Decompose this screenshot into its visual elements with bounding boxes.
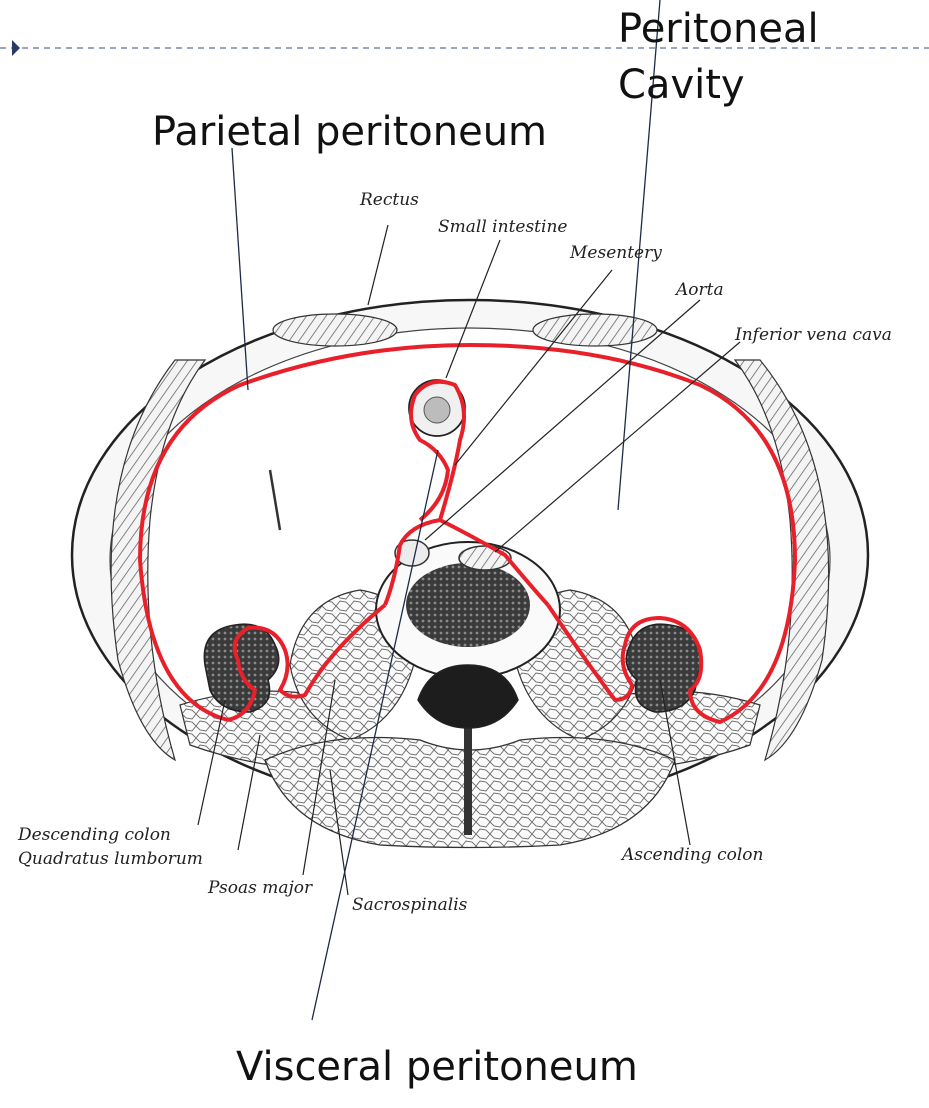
label-sacrospinalis: Sacrospinalis: [352, 895, 468, 915]
label-descending-colon: Descending colon: [17, 825, 171, 845]
label-psoas-major: Psoas major: [207, 878, 313, 898]
abdomen-cross-section: [72, 300, 868, 848]
descending-colon: [204, 624, 278, 712]
small-intestine-lumen: [424, 397, 450, 423]
label-parietal-peritoneum: Parietal peritoneum: [152, 109, 547, 155]
label-peritoneal-cavity-line1: Peritoneal: [618, 6, 819, 52]
label-ascending-colon: Ascending colon: [620, 845, 763, 865]
rectus-left: [273, 314, 397, 346]
rectus-right: [533, 314, 657, 346]
label-visceral-peritoneum: Visceral peritoneum: [236, 1044, 638, 1090]
label-quadratus-lumborum: Quadratus lumborum: [18, 849, 203, 869]
inferior-vena-cava: [459, 546, 511, 570]
vertebral-body-core: [406, 563, 530, 647]
label-rectus: Rectus: [359, 190, 419, 210]
label-peritoneal-cavity-line2: Cavity: [618, 62, 745, 108]
label-small-intestine: Small intestine: [438, 217, 567, 237]
label-aorta: Aorta: [674, 280, 724, 300]
label-inferior-vena-cava: Inferior vena cava: [734, 325, 892, 345]
triangle-bullet-icon: [12, 40, 20, 56]
label-mesentery: Mesentery: [569, 243, 662, 263]
